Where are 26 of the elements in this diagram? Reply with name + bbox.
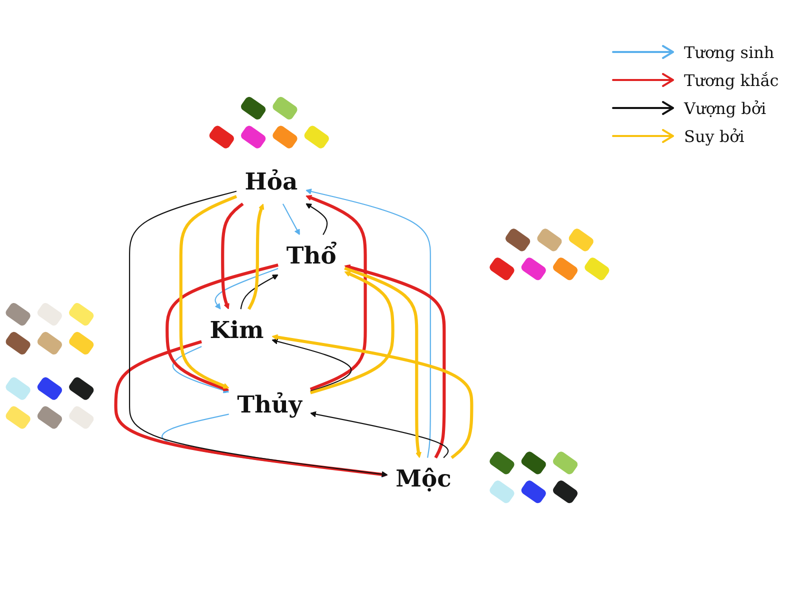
arrow <box>272 334 474 459</box>
node-text: Thổ <box>286 242 336 270</box>
legend-label: Suy bởi <box>684 126 744 146</box>
arrow <box>344 264 446 459</box>
arrow <box>282 204 300 236</box>
node-text: Mộc <box>396 465 452 493</box>
arrow <box>306 203 328 236</box>
arrow <box>310 411 449 458</box>
legend-label: Tương sinh <box>684 42 774 62</box>
arrow <box>306 195 367 391</box>
arrow <box>179 195 238 389</box>
node-text: Thủy <box>237 391 302 419</box>
arrow <box>344 266 422 458</box>
arrow <box>221 202 244 310</box>
arrow <box>310 271 394 394</box>
node-text: Hỏa <box>244 168 298 196</box>
arrow <box>247 204 264 310</box>
legend-label: Tương khắc <box>684 70 779 90</box>
arrow <box>214 268 278 310</box>
arrow <box>166 264 278 392</box>
node-text: Kim <box>210 316 264 344</box>
arrow <box>172 346 230 394</box>
arrow <box>306 188 431 458</box>
legend-label: Vượng bởi <box>684 98 766 118</box>
arrow <box>240 274 278 310</box>
arrow <box>272 338 352 392</box>
